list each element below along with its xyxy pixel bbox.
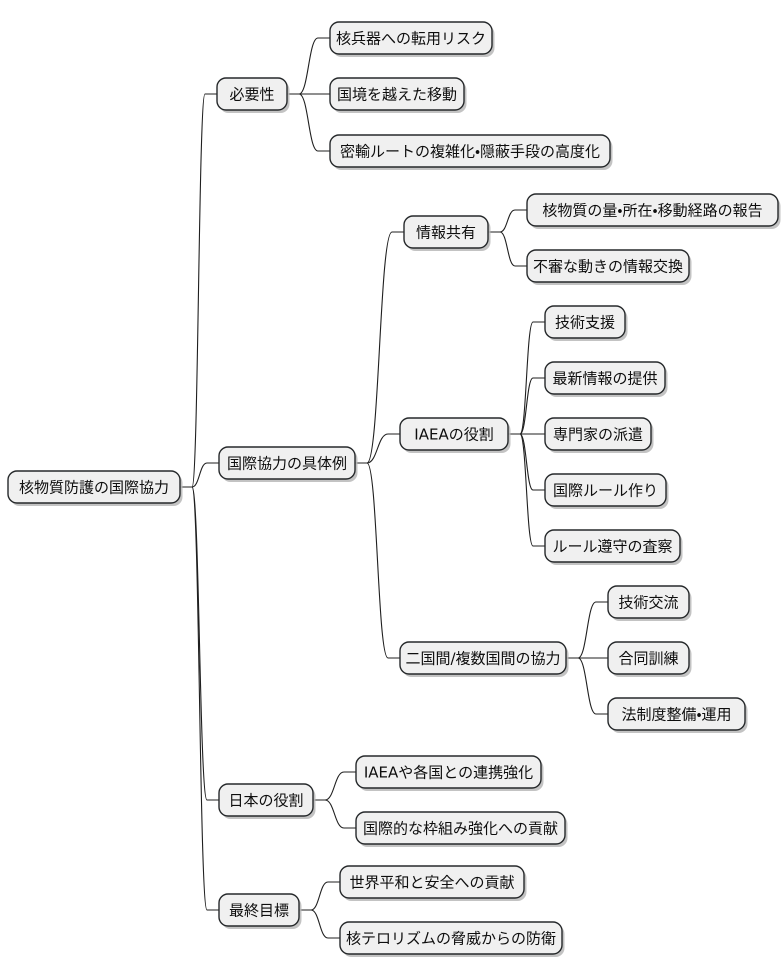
node-label: 核テロリズムの脅威からの防衛 [346,930,556,948]
node-label: 国際ルール作り [553,482,658,500]
node-box[interactable] [526,193,779,227]
node-box[interactable] [403,215,489,249]
node-box[interactable] [329,21,493,55]
edge-root-to-b3 [179,486,220,801]
node-box[interactable] [607,641,690,675]
node-box[interactable] [329,134,611,168]
node-box[interactable] [544,305,626,339]
edge-b2a-to-b2a2 [487,231,528,267]
edge-root-to-b1 [179,93,218,488]
edge-root-to-b4 [179,486,220,911]
node-box[interactable] [339,921,563,955]
node-label: 日本の役割 [228,792,303,810]
node-box[interactable] [544,417,652,451]
edge-b3-to-b3c1 [312,771,357,801]
node-label: 不審な動きの情報交換 [533,258,683,276]
node-label: 核物質の量・所在・移動経路の報告 [542,202,762,220]
mindmap-node-法制度整備-運用[interactable]: 法制度整備・運用 [607,697,748,733]
node-label: 世界平和と安全への貢献 [349,874,514,892]
mindmap-node-二国間-複数国間の協力[interactable]: 二国間/複数国間の協力 [399,641,569,677]
mindmap-node-世界平和と安全への貢献[interactable]: 世界平和と安全への貢献 [339,865,527,901]
node-label: 技術交流 [618,594,678,612]
mindmap-node-最新情報の提供[interactable]: 最新情報の提供 [544,361,668,397]
node-label: 密輸ルートの複雑化・隠蔽手段の高度化 [340,143,600,161]
node-box[interactable] [544,529,681,563]
node-box[interactable] [7,470,181,504]
edge-root-to-b2 [179,462,220,488]
node-label: 二国間/複数国間の協力 [405,650,560,668]
node-box[interactable] [544,361,666,395]
mindmap-node-最終目標[interactable]: 最終目標 [218,893,302,929]
node-box[interactable] [218,783,314,817]
edge-b2c-to-b2c1 [565,601,609,659]
node-box[interactable] [355,755,542,789]
edge-b2-to-b2b [354,433,401,464]
mindmap-node-必要性[interactable]: 必要性 [216,77,290,113]
node-label: 核兵器への転用リスク [336,30,486,48]
edge-b2-to-b2c [354,462,401,659]
node-box[interactable] [607,697,746,731]
node-box[interactable] [218,446,356,480]
node-label: 国境を越えた移動 [337,86,457,104]
node-box[interactable] [218,893,300,927]
node-label: 最終目標 [229,902,289,920]
mindmap-node-密輸ルートの複雑化-隠蔽手段の高度化[interactable]: 密輸ルートの複雑化・隠蔽手段の高度化 [329,134,613,170]
edge-b2-to-b2a [354,231,405,464]
node-box[interactable] [216,77,288,111]
node-label: IAEAや各国との連携強化 [364,764,533,782]
node-box[interactable] [355,811,566,845]
node-label: ルール遵守の査察 [552,538,672,556]
edge-b2b-to-b2b1 [507,321,546,435]
mindmap-node-不審な動きの情報交換[interactable]: 不審な動きの情報交換 [526,249,692,285]
node-label: 必要性 [229,86,274,104]
node-label: 最新情報の提供 [552,370,657,388]
mindmap-node-核テロリズムの脅威からの防衛[interactable]: 核テロリズムの脅威からの防衛 [339,921,565,957]
mindmap-node-合同訓練[interactable]: 合同訓練 [607,641,692,677]
mindmap-node-核物質の量-所在-移動経路の報告[interactable]: 核物質の量・所在・移動経路の報告 [526,193,781,229]
node-layer: 核物質防護の国際協力 必要性 核兵器への転用リスク国境を越えた移動密輸ルートの複雑化… [7,21,781,957]
mindmap-node-核兵器への転用リスク[interactable]: 核兵器への転用リスク [329,21,495,57]
mindmap-node-IAEAの役割[interactable]: IAEAの役割 [399,417,511,453]
node-label: 情報共有 [416,224,476,242]
mindmap-node-IAEAや各国との連携強化[interactable]: IAEAや各国との連携強化 [355,755,544,791]
mindmap-node-核物質防護の国際協力[interactable]: 核物質防護の国際協力 [7,470,183,506]
node-box[interactable] [399,641,567,675]
mindmap-node-技術支援[interactable]: 技術支援 [544,305,628,341]
node-box[interactable] [526,249,690,283]
node-label: 国際的な枠組み強化への貢献 [363,820,558,838]
node-label: IAEAの役割 [414,426,493,444]
edge-b3-to-b3c2 [312,799,357,829]
edge-b1-to-b1c3 [286,93,331,152]
edge-b2c-to-b2c3 [565,657,609,715]
edge-b4-to-b4c1 [298,881,341,911]
mindmap-node-専門家の派遣[interactable]: 専門家の派遣 [544,417,654,453]
node-label: 国際協力の具体例 [227,455,347,473]
mindmap-node-国境を越えた移動[interactable]: 国境を越えた移動 [329,77,467,113]
mindmap-node-国際ルール作り[interactable]: 国際ルール作り [544,473,669,509]
node-box[interactable] [544,473,667,507]
mindmap-node-技術交流[interactable]: 技術交流 [607,585,692,621]
edge-b1-to-b1c1 [286,37,331,95]
mindmap-node-国際的な枠組み強化への貢献[interactable]: 国際的な枠組み強化への貢献 [355,811,568,847]
edge-b4-to-b4c2 [298,909,341,939]
edge-b2b-to-b2b5 [507,433,546,547]
node-box[interactable] [607,585,690,619]
node-label: 合同訓練 [618,650,678,668]
node-label: 法制度整備・運用 [621,706,731,724]
node-box[interactable] [339,865,525,899]
edge-layer [179,37,609,939]
node-label: 専門家の派遣 [553,426,643,444]
node-label: 技術支援 [555,314,615,332]
node-box[interactable] [399,417,509,451]
edge-b2a-to-b2a1 [487,209,528,233]
mindmap-node-情報共有[interactable]: 情報共有 [403,215,491,251]
mindmap-node-ルール遵守の査察[interactable]: ルール遵守の査察 [544,529,683,565]
mindmap-node-日本の役割[interactable]: 日本の役割 [218,783,316,819]
node-box[interactable] [329,77,465,111]
node-label: 核物質防護の国際協力 [19,479,169,497]
mindmap-node-国際協力の具体例[interactable]: 国際協力の具体例 [218,446,358,482]
